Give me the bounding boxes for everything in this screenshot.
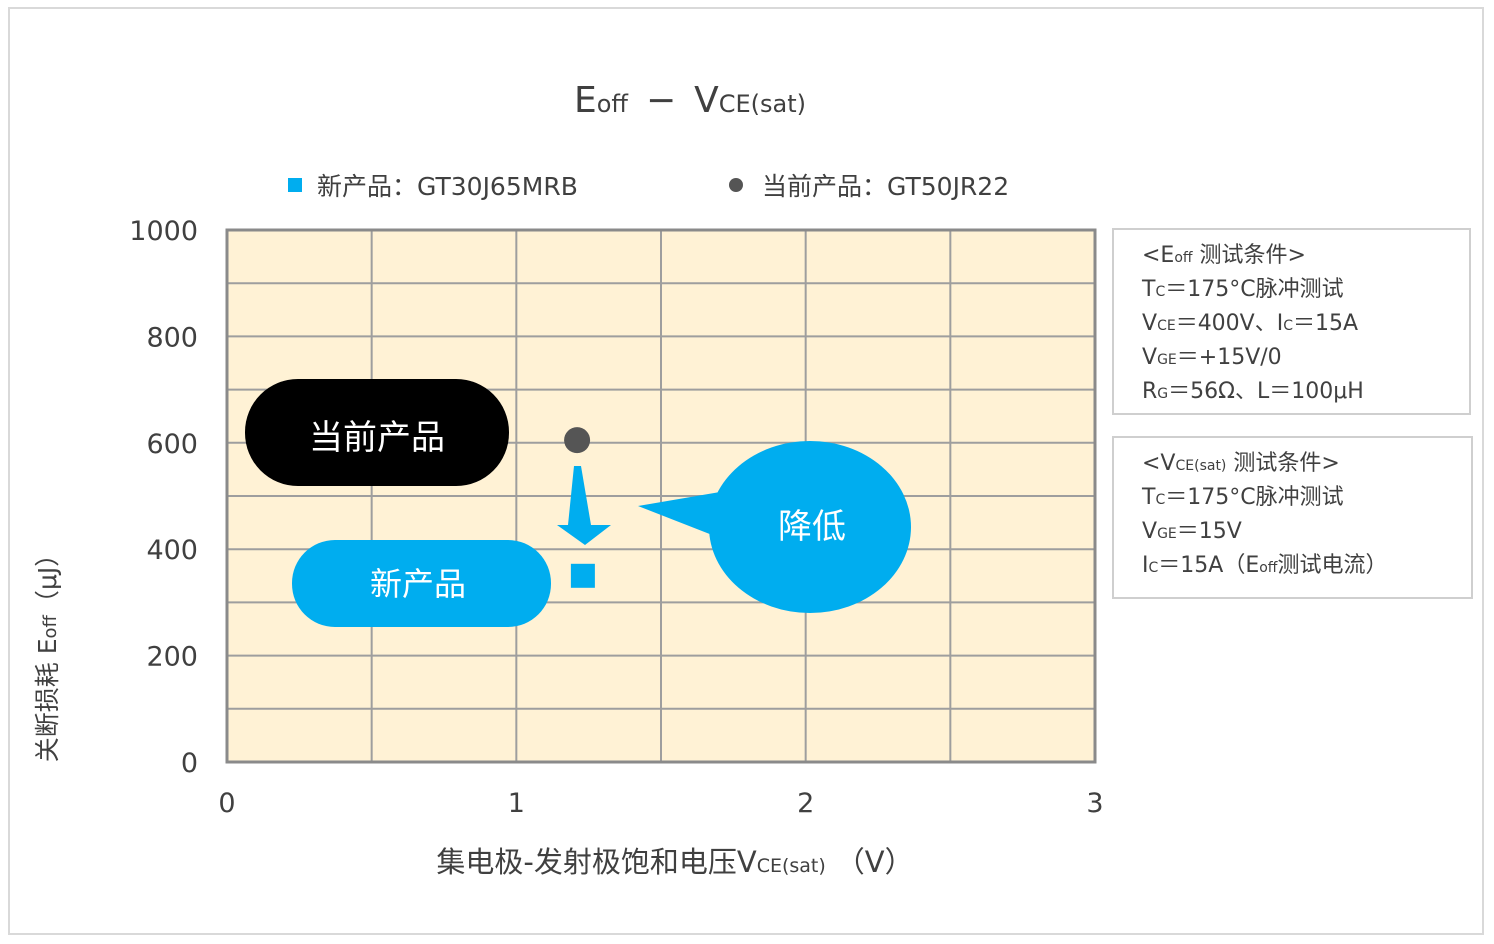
x-tick-label: 2 bbox=[797, 788, 814, 819]
legend-current-product: 当前产品：GT50JR22 bbox=[762, 172, 1009, 201]
new-product-callout bbox=[292, 540, 551, 627]
legend-new-product: 新产品：GT30J65MRB bbox=[317, 172, 578, 201]
y-tick-label: 0 bbox=[181, 748, 198, 779]
data-point-new-product bbox=[570, 563, 595, 588]
condition-line: TC＝175°C脉冲测试 bbox=[1142, 485, 1344, 510]
eoff-conditions-box: <Eoff 测试条件> TC＝175°C脉冲测试 VCE＝400V、IC＝15A… bbox=[1112, 228, 1471, 415]
condition-line: VCE＝400V、IC＝15A bbox=[1142, 311, 1359, 336]
x-tick-label: 0 bbox=[218, 788, 235, 819]
condition-line: TC＝175°C脉冲测试 bbox=[1142, 277, 1344, 302]
vce-conditions-box: <VCE(sat) 测试条件> TC＝175°C脉冲测试 VGE＝15V IC＝… bbox=[1112, 436, 1473, 599]
vce-conditions-title: <VCE(sat) 测试条件> bbox=[1142, 451, 1340, 476]
x-axis-label: 集电极-发射极饱和电压VCE(sat)（V） bbox=[436, 845, 913, 879]
legend-square-marker bbox=[288, 178, 302, 192]
eoff-conditions-title: <Eoff 测试条件> bbox=[1142, 243, 1306, 268]
plot-border bbox=[225, 228, 1097, 764]
x-tick-label: 3 bbox=[1086, 788, 1103, 819]
x-tick-label: 1 bbox=[508, 788, 525, 819]
condition-line: VGE＝+15V/0 bbox=[1142, 345, 1282, 370]
legend-circle-marker bbox=[729, 178, 743, 192]
y-tick-label: 200 bbox=[146, 642, 198, 673]
condition-line: IC＝15A（Eoff测试电流） bbox=[1142, 553, 1388, 578]
condition-line: VGE＝15V bbox=[1142, 519, 1242, 544]
current-product-callout bbox=[245, 379, 509, 486]
chart-title: Eoff−VCE(sat) bbox=[574, 80, 806, 121]
current-product-callout-text: 当前产品 bbox=[309, 418, 445, 458]
reduce-callout-pointer bbox=[638, 492, 725, 540]
down-arrow-icon bbox=[557, 466, 611, 545]
figure-frame bbox=[8, 7, 1484, 935]
new-product-callout-text: 新产品 bbox=[370, 565, 466, 603]
y-axis-label: 关断损耗 Eoff（μJ） bbox=[33, 542, 62, 762]
reduce-callout-text: 降低 bbox=[778, 507, 846, 547]
reduce-callout bbox=[709, 441, 911, 613]
y-tick-label: 1000 bbox=[129, 216, 198, 247]
data-point-current-product bbox=[564, 427, 591, 454]
y-tick-label: 400 bbox=[146, 535, 198, 566]
y-tick-label: 800 bbox=[146, 322, 198, 353]
y-tick-label: 600 bbox=[146, 429, 198, 460]
condition-line: RG＝56Ω、L＝100μH bbox=[1142, 379, 1364, 404]
